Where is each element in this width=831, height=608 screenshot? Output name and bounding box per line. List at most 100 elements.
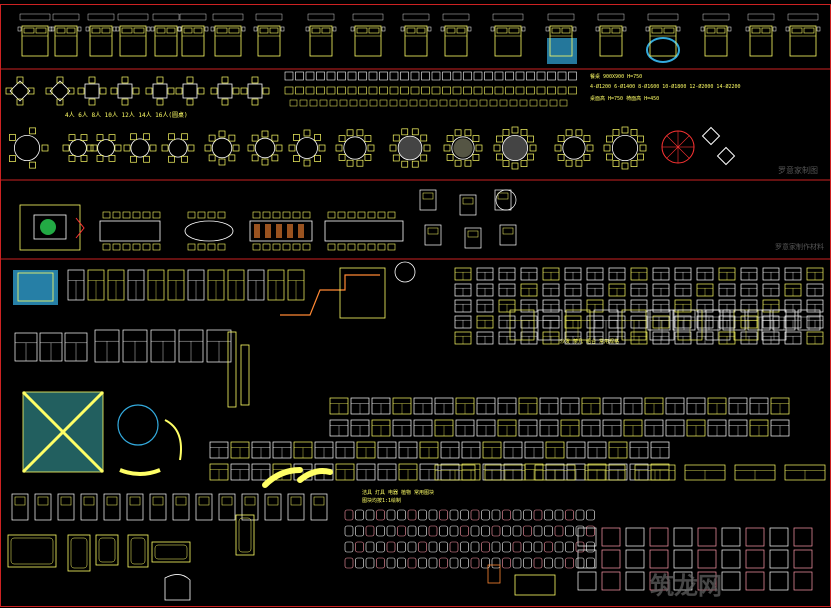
sofa-icon — [518, 397, 538, 415]
toilet-icon — [523, 509, 532, 521]
sofa-icon — [564, 283, 582, 297]
toilet-icon — [172, 493, 190, 521]
sofa-icon — [674, 299, 692, 313]
bed-icon — [745, 13, 777, 57]
toilet-icon — [575, 525, 585, 537]
bathtub-icon — [514, 574, 556, 596]
sofa-note-label: 沙发 茶几 组合 常用规格 — [560, 339, 620, 345]
sofa-icon — [696, 315, 714, 329]
plant-icon — [745, 527, 765, 547]
toilet-icon — [428, 541, 438, 553]
sofa-icon — [564, 299, 582, 313]
sofa-icon — [608, 299, 626, 313]
bathtub-icon — [67, 534, 91, 572]
sofa-icon — [623, 397, 643, 415]
sofa-icon — [539, 419, 559, 437]
sofa-icon — [280, 274, 380, 316]
sofa-icon — [762, 331, 780, 345]
plant-icon — [769, 571, 789, 591]
sofa-icon — [718, 299, 736, 313]
sofa-icon — [150, 329, 176, 363]
sofa-icon — [392, 419, 412, 437]
sofa-icon — [686, 419, 706, 437]
toilet-icon — [57, 493, 75, 521]
toilet-icon — [449, 557, 459, 569]
bed-icon — [785, 13, 821, 57]
sofa-icon — [542, 315, 560, 329]
piano-icon — [164, 574, 191, 601]
bathtub-icon — [95, 534, 119, 566]
sofa-icon — [684, 464, 726, 481]
chair-icon — [337, 71, 348, 107]
toilet-icon — [126, 493, 144, 521]
sofa-icon — [652, 315, 670, 329]
sofa-icon — [440, 441, 460, 459]
chair-icon — [419, 71, 430, 107]
toilet-icon — [344, 541, 354, 553]
plant-icon — [649, 549, 669, 569]
sofa-icon — [329, 397, 349, 415]
sofa-icon — [806, 331, 824, 345]
chair-icon — [295, 71, 308, 107]
bed-icon — [85, 13, 117, 57]
table-icon — [204, 130, 240, 166]
sofa-icon — [542, 299, 560, 313]
chair-icon — [424, 224, 442, 246]
sofa-icon — [419, 441, 439, 459]
sofa-icon — [534, 464, 576, 481]
toilet-icon — [512, 509, 522, 521]
sofa-icon — [566, 441, 586, 459]
table-icon — [443, 129, 483, 167]
bed-icon — [50, 13, 82, 57]
sofa-icon — [21, 390, 105, 474]
sofa-icon — [630, 315, 648, 329]
sofa-icon — [608, 283, 626, 297]
sofa-icon — [164, 419, 182, 461]
sofa-icon — [339, 267, 386, 319]
plant-icon — [745, 549, 765, 569]
toilet-icon — [365, 525, 375, 537]
plant-icon — [721, 527, 741, 547]
bed-icon — [210, 13, 246, 57]
chair-icon — [701, 126, 736, 166]
sofa-icon — [608, 441, 628, 459]
sofa-icon — [630, 267, 648, 281]
sofa-icon — [207, 269, 225, 301]
chair-icon — [326, 71, 338, 107]
plant-icon — [577, 571, 597, 591]
toilet-icon — [523, 557, 532, 569]
sofa-icon — [806, 299, 824, 313]
toilet-icon — [439, 509, 448, 521]
sofa-icon — [740, 267, 758, 281]
plant-icon — [697, 527, 717, 547]
toilet-icon — [439, 557, 448, 569]
sofa-icon — [581, 397, 601, 415]
table-icon — [123, 133, 157, 163]
toilet-icon — [554, 541, 564, 553]
chair-icon — [368, 71, 378, 107]
toilet-icon — [407, 525, 417, 537]
plant-icon — [577, 549, 597, 569]
sofa-icon — [762, 283, 780, 297]
plant-icon — [673, 527, 693, 547]
toilet-icon — [544, 525, 553, 537]
toilet-icon — [502, 541, 511, 553]
plant-icon — [673, 571, 693, 591]
sofa-icon — [267, 269, 285, 301]
toilet-icon — [460, 509, 469, 521]
chair-icon — [305, 71, 318, 107]
toilet-icon — [554, 557, 564, 569]
sofa-icon — [784, 464, 826, 481]
sofa-icon — [560, 419, 580, 437]
sofa-icon — [356, 441, 376, 459]
sofa-icon — [398, 441, 418, 459]
toilet-icon — [491, 541, 501, 553]
toilet-icon — [512, 557, 522, 569]
plant-icon — [487, 564, 501, 584]
toilet-icon — [586, 509, 595, 521]
toilet-icon — [365, 509, 375, 521]
sofa-icon — [581, 419, 601, 437]
sofa-icon — [747, 309, 771, 331]
sofa-icon — [740, 283, 758, 297]
